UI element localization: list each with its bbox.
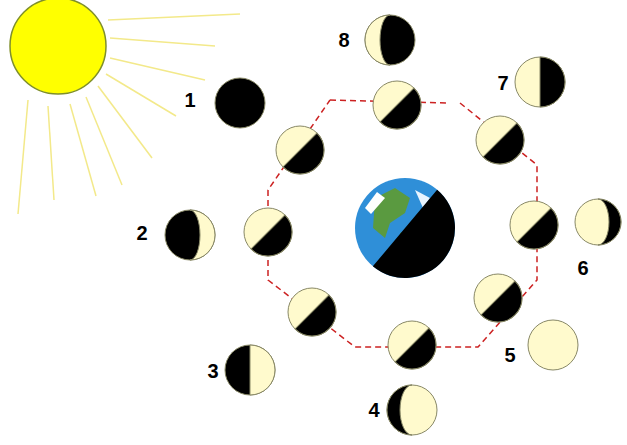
phase-moons bbox=[165, 15, 621, 435]
orbit-line bbox=[268, 100, 537, 347]
callout-number: 4 bbox=[368, 400, 379, 420]
callout-number: 3 bbox=[207, 361, 218, 381]
earth bbox=[355, 178, 475, 298]
sun bbox=[10, 0, 106, 94]
callout-number: 5 bbox=[504, 345, 515, 365]
callout-number: 7 bbox=[497, 73, 508, 93]
callout-number: 2 bbox=[136, 223, 147, 243]
orbit-moons bbox=[244, 81, 568, 379]
callout-number: 8 bbox=[338, 30, 349, 50]
callout-number: 1 bbox=[184, 90, 195, 110]
callout-number: 6 bbox=[577, 258, 588, 278]
